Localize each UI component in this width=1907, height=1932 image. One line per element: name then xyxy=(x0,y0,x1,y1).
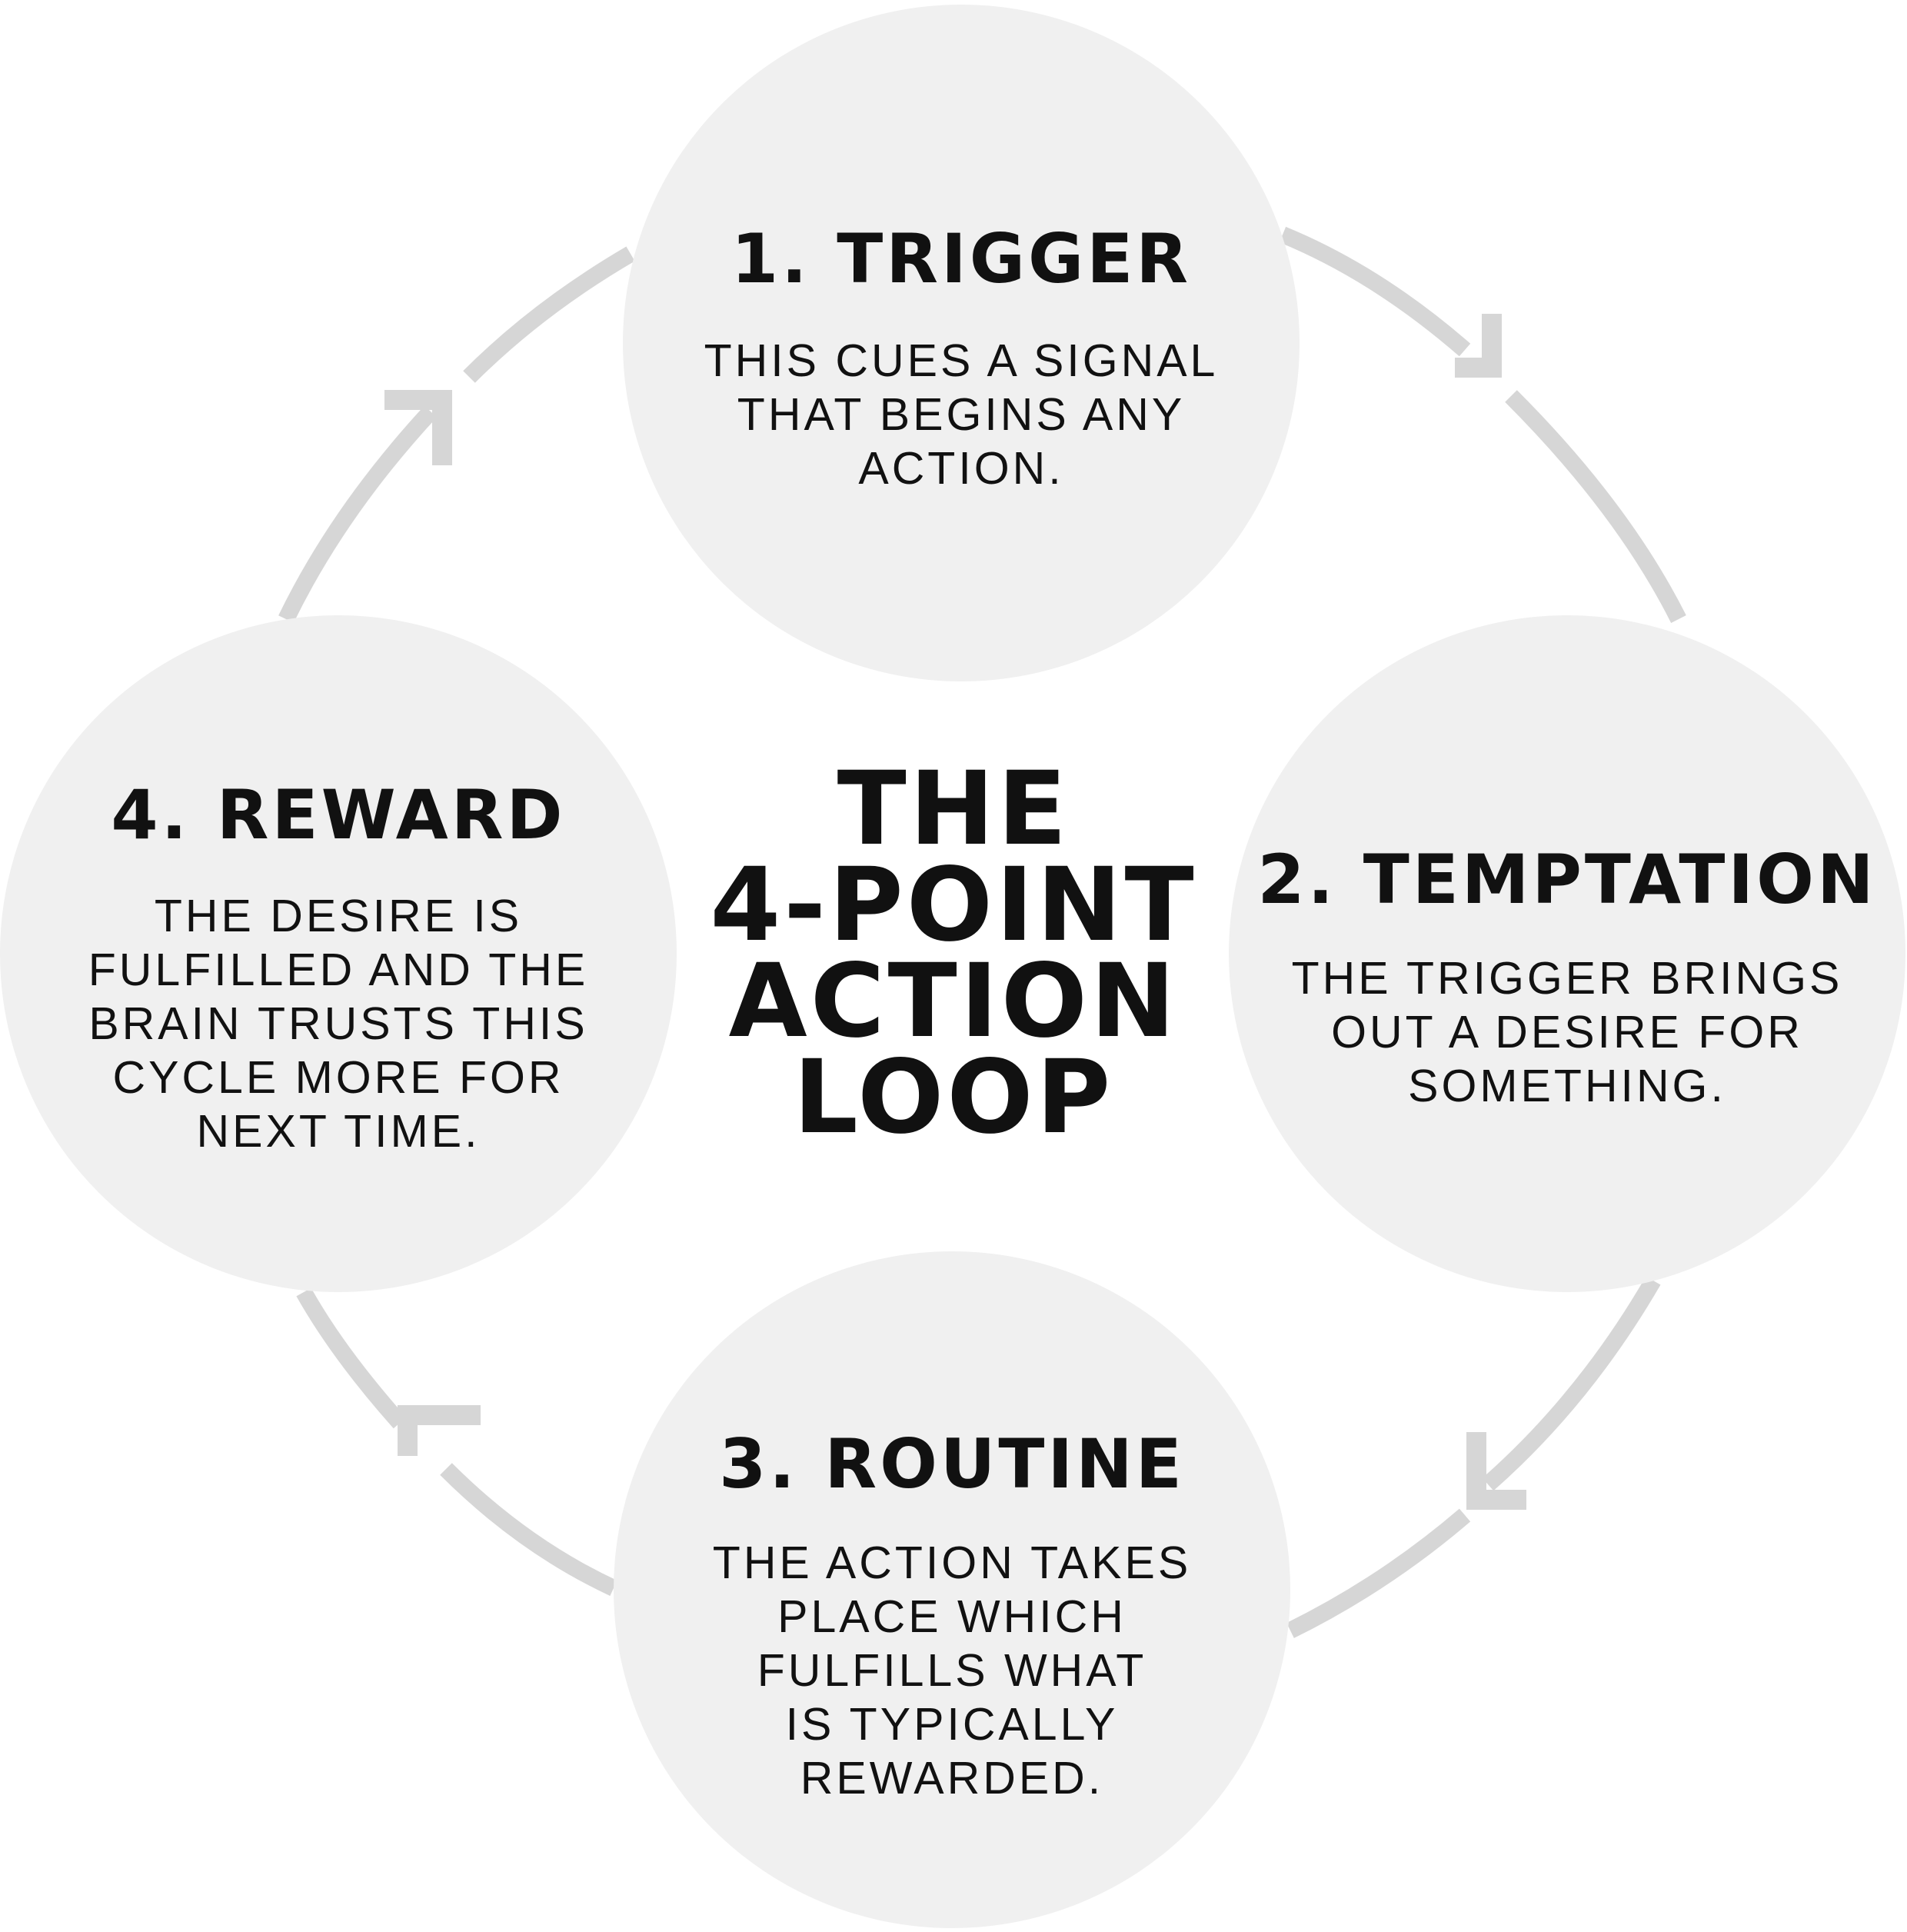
arrowhead-to-temptation xyxy=(1455,314,1502,378)
step-trigger-line: THIS CUES A SIGNAL xyxy=(704,335,1219,386)
arrowhead-to-routine xyxy=(1466,1432,1526,1510)
arrow-arc-trigger-to-temptation xyxy=(1279,226,1471,357)
step-routine-line: REWARDED. xyxy=(800,1753,1104,1804)
step-temptation-title: 2. TEMPTATION xyxy=(1257,840,1877,919)
diagram-title: THE 4-POINT ACTION LOOP xyxy=(692,750,1215,1157)
arrow-arc-reward-entry xyxy=(296,1287,407,1429)
step-routine-line: IS TYPICALLY xyxy=(785,1699,1119,1750)
step-routine-line: THE ACTION TAKES xyxy=(712,1537,1192,1588)
diagram-title-line: ACTION xyxy=(728,942,1179,1061)
step-reward-line: NEXT TIME. xyxy=(196,1106,481,1157)
step-trigger-title: 1. TRIGGER xyxy=(731,219,1192,298)
arrow-arc-trigger-entry xyxy=(463,246,635,383)
diagram-title-line: LOOP xyxy=(793,1038,1114,1157)
step-trigger-line: ACTION. xyxy=(858,443,1064,494)
step-reward-line: CYCLE MORE FOR xyxy=(112,1052,564,1103)
step-reward-line: BRAIN TRUSTS THIS xyxy=(88,998,588,1049)
step-temptation-line: OUT A DESIRE FOR xyxy=(1331,1007,1803,1058)
step-routine-circle: 3. ROUTINE THE ACTION TAKES PLACE WHICH … xyxy=(614,1251,1290,1928)
step-temptation-line: THE TRIGGER BRINGS xyxy=(1291,953,1843,1004)
step-temptation-description: THE TRIGGER BRINGS OUT A DESIRE FOR SOME… xyxy=(1229,951,1905,1113)
step-temptation-line: SOMETHING. xyxy=(1408,1061,1726,1111)
arrow-arc-routine-to-reward xyxy=(440,1463,617,1596)
arrowhead-to-trigger xyxy=(384,390,452,465)
arrow-arc-routine-entry xyxy=(1286,1508,1471,1638)
step-routine-description: THE ACTION TAKES PLACE WHICH FULFILLS WH… xyxy=(614,1536,1290,1805)
step-trigger-line: THAT BEGINS ANY xyxy=(737,389,1186,440)
arrow-arc-reward-to-trigger xyxy=(278,405,438,623)
step-routine-line: PLACE WHICH xyxy=(777,1591,1127,1642)
step-reward-circle: 4. REWARD THE DESIRE IS FULFILLED AND TH… xyxy=(0,615,677,1292)
step-reward-line: FULFILLED AND THE xyxy=(88,944,589,995)
step-temptation-circle: 2. TEMPTATION THE TRIGGER BRINGS OUT A D… xyxy=(1229,615,1905,1292)
step-routine-title: 3. ROUTINE xyxy=(719,1424,1185,1504)
step-trigger-description: THIS CUES A SIGNAL THAT BEGINS ANY ACTIO… xyxy=(623,334,1300,495)
step-routine-line: FULFILLS WHAT xyxy=(757,1645,1147,1696)
step-reward-description: THE DESIRE IS FULFILLED AND THE BRAIN TR… xyxy=(0,889,677,1158)
step-reward-title: 4. REWARD xyxy=(111,775,566,854)
diagram-title-line: 4-POINT xyxy=(710,846,1197,964)
arrowhead-to-reward xyxy=(398,1405,481,1456)
step-trigger-circle: 1. TRIGGER THIS CUES A SIGNAL THAT BEGIN… xyxy=(623,5,1300,681)
arrow-arc-temptation-entry xyxy=(1505,390,1686,623)
arrow-arc-temptation-to-routine xyxy=(1482,1276,1661,1491)
diagram-title-line: THE xyxy=(837,750,1070,868)
step-reward-line: THE DESIRE IS xyxy=(154,891,523,941)
